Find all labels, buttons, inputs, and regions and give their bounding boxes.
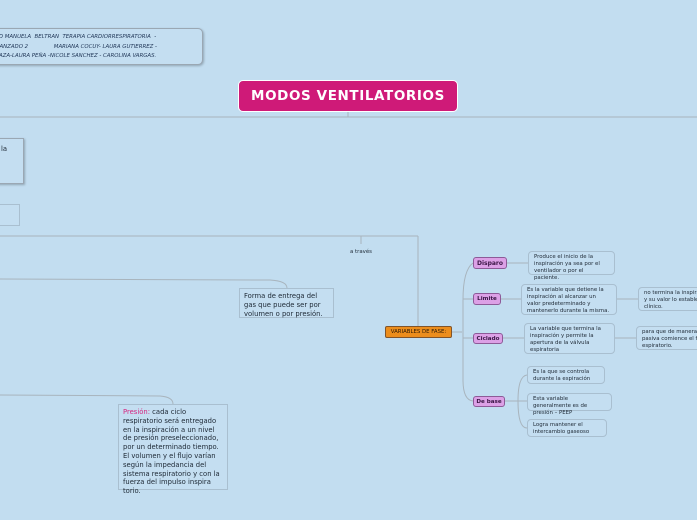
limite-extra[interactable]: no termina la inspira y su valor lo esta…	[638, 287, 697, 311]
left-partial-box-2[interactable]	[0, 204, 20, 226]
de-base-sub[interactable]: Es la que se controla durante la espirac…	[527, 366, 605, 384]
left-box-text: la	[1, 145, 8, 153]
disparo-node[interactable]: Disparo	[473, 257, 507, 269]
limite-desc[interactable]: Es la variable que detiene la inspiració…	[521, 284, 617, 315]
ciclado-node[interactable]: Ciclado	[473, 333, 503, 344]
ciclado-desc[interactable]: La variable que termina la inspiración y…	[524, 323, 615, 354]
authors-line: DAD MANUELA BELTRAN TERAPIA CARDIORRESPI…	[0, 34, 157, 40]
de-base-node[interactable]: De base	[473, 396, 505, 407]
presion-note[interactable]: Presión: cada ciclo respiratorio será en…	[118, 404, 228, 495]
limite-node[interactable]: Limite	[473, 293, 501, 305]
authors-line: ORAZA-LAURA PEÑA -NICOLE SANCHEZ - CAROL…	[0, 53, 157, 59]
central-topic[interactable]: MODOS VENTILATORIOS	[238, 80, 458, 112]
authors-line: AVANZADO 2 MARIANA COCUY- LAURA GUTIERRE…	[0, 43, 157, 50]
ciclado-extra[interactable]: para que de manera pasiva comience el fl…	[636, 326, 697, 350]
connector-label: a través	[350, 249, 372, 255]
authors-box: DAD MANUELA BELTRAN TERAPIA CARDIORRESPI…	[0, 28, 203, 65]
left-partial-box[interactable]: la	[0, 138, 24, 184]
forma-note[interactable]: Forma de entrega del gas que puede ser p…	[239, 288, 334, 318]
disparo-desc[interactable]: Produce el inicio de la inspiración ya s…	[528, 251, 615, 281]
de-base-sub[interactable]: Esta variable generalmente es de presión…	[527, 393, 612, 416]
presion-label: Presión:	[123, 408, 150, 416]
de-base-sub[interactable]: Logra mantener el intercambio gaseoso	[527, 419, 607, 437]
variables-de-fase-node[interactable]: VARIABLES DE FASE:	[385, 326, 452, 338]
presion-text: cada ciclo respiratorio será entregado e…	[123, 408, 220, 496]
